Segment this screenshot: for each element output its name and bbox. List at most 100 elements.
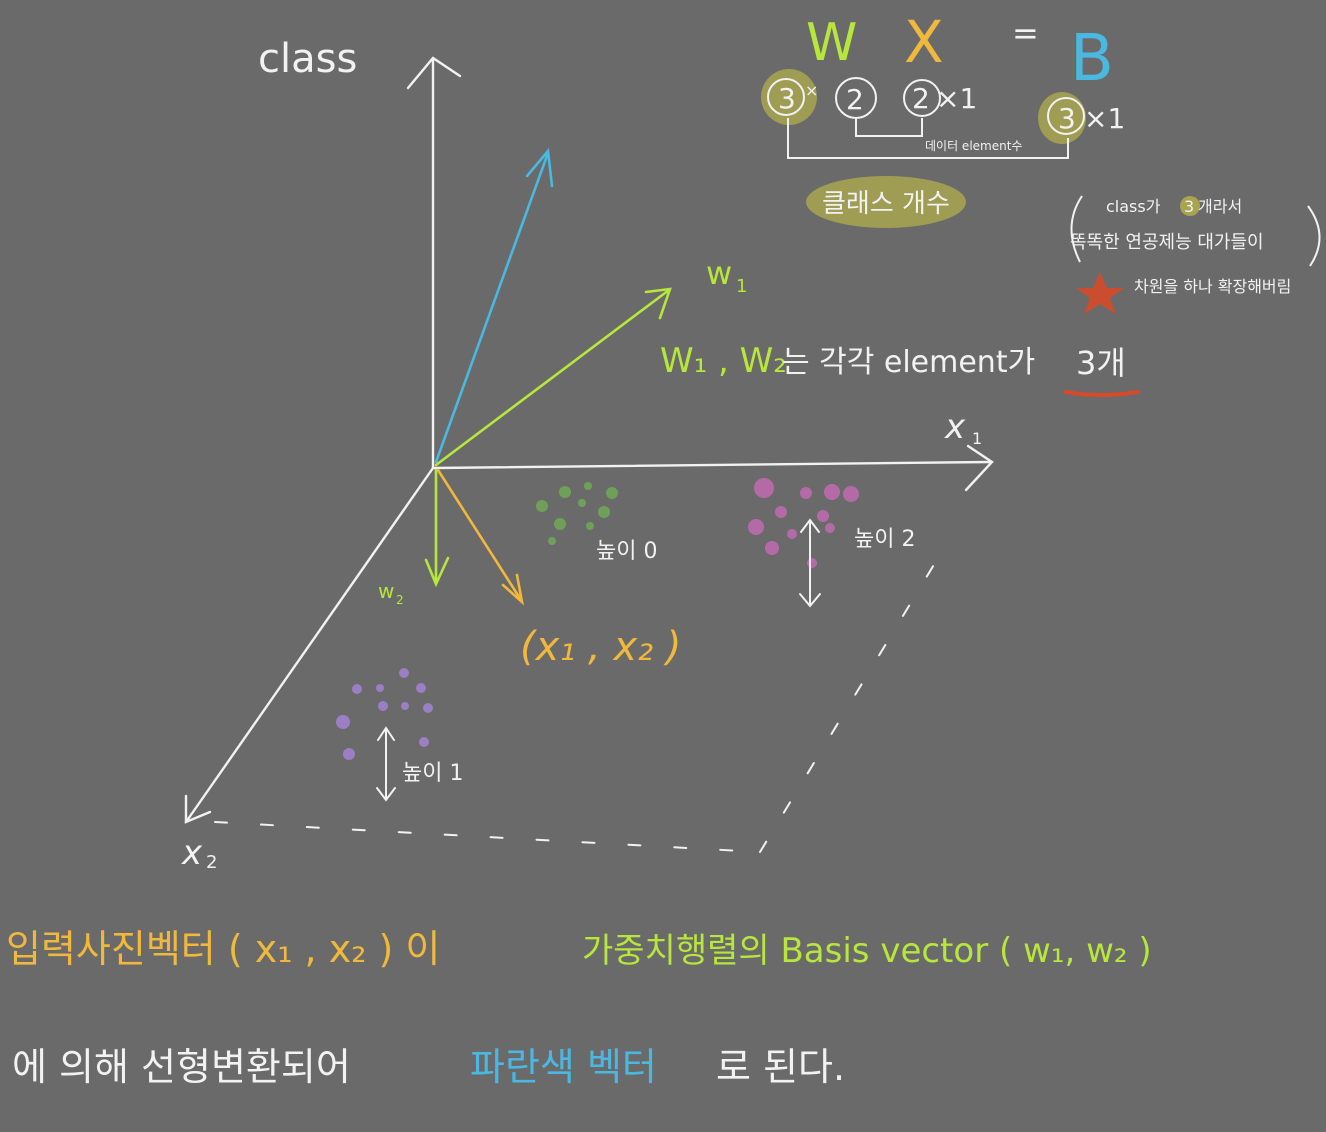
inner-dimension-bracket: [855, 118, 923, 137]
magenta-dot: [817, 510, 829, 522]
x2-axis: [184, 466, 435, 824]
magenta-dot: [787, 529, 797, 539]
green-dot: [536, 500, 548, 512]
input-vector-arrowhead: [501, 573, 524, 606]
caption-line2-blue-vector: 파란색 벡터: [470, 1045, 657, 1089]
caption-line1-basis-vector: 가중치행렬의 Basis vector ( w₁, w₂ ): [582, 931, 1152, 971]
side-note-left-paren: [1070, 195, 1083, 263]
w1-vector-arrowhead: [644, 287, 672, 320]
magenta-height-arrow: [799, 518, 821, 608]
element-count-suffix: 는 각각 element가: [782, 345, 1035, 380]
w2-label: w: [378, 579, 394, 603]
w-times: ×: [805, 81, 818, 100]
magenta-arrow-top-head: [800, 518, 820, 533]
magenta-dot: [775, 506, 787, 518]
w-cols: 2: [846, 83, 864, 116]
side-note-right-paren: [1307, 205, 1321, 267]
vectors: [424, 147, 672, 606]
purple-dot: [416, 683, 426, 693]
dashed-plane: [214, 557, 939, 853]
side-note-line1-suffix: 개라서: [1198, 197, 1242, 216]
x1-axis: [431, 460, 992, 470]
x-rows: 2: [912, 82, 930, 115]
green-dot: [578, 499, 586, 507]
input-vector-label: (x₁ , x₂ ): [520, 624, 681, 670]
outer-dimension-bracket: [787, 118, 1069, 159]
class-axis-label: class: [258, 36, 357, 82]
green-dot: [598, 506, 610, 518]
magenta-dot: [800, 487, 812, 499]
plane-front-edge: [214, 821, 761, 853]
blue-vector-arrowhead: [525, 147, 554, 188]
green-cluster-label: 높이 0: [596, 539, 657, 564]
purple-cluster: [336, 668, 433, 760]
axes: [184, 56, 994, 824]
green-dot: [548, 537, 556, 545]
side-note-line1-number: 3: [1184, 197, 1194, 216]
equation-equals: =: [1012, 14, 1039, 52]
equation-brackets: [787, 118, 1069, 159]
purple-arrow-bottom-head: [376, 787, 396, 802]
purple-dot: [378, 701, 388, 711]
w1-subscript: 1: [736, 276, 747, 297]
side-note-three-highlight: [1180, 196, 1200, 216]
element-count-note: W₁ , W₂ 는 각각 element가 3개: [660, 341, 1140, 397]
red-star-icon: [1076, 272, 1124, 314]
x-rows-circle: [903, 79, 941, 117]
count-red-underline: [1064, 390, 1140, 397]
x1-axis-arrowhead: [964, 444, 994, 492]
purple-cluster-label: 높이 1: [402, 761, 463, 786]
b-rows-circle: [1047, 97, 1085, 135]
b-rows: 3: [1058, 102, 1076, 135]
w-rows: 3: [778, 82, 796, 115]
w1-label: w: [706, 254, 732, 292]
green-cluster: [536, 482, 618, 545]
side-note-line2: 똑똑한 연공제능 대가들이: [1070, 232, 1264, 253]
magenta-dot: [748, 519, 764, 535]
side-note-line1-prefix: class가: [1106, 197, 1161, 216]
w2-subscript: 2: [396, 593, 404, 607]
magenta-cluster-label: 높이 2: [854, 527, 915, 552]
magenta-arrow-bottom-head: [799, 593, 821, 608]
green-dot: [586, 522, 594, 530]
purple-dot: [399, 668, 409, 678]
magenta-dot: [843, 486, 859, 502]
purple-dot: [336, 715, 350, 729]
purple-dot: [423, 703, 433, 713]
class-axis-arrowhead: [406, 56, 462, 90]
magenta-dot: [807, 558, 817, 568]
side-note-line3: 차원을 하나 확장해버림: [1134, 277, 1291, 296]
w2-vector-arrowhead: [424, 556, 450, 588]
magenta-dot: [825, 523, 835, 533]
purple-dot: [401, 702, 409, 710]
element-count-number: 3개: [1076, 344, 1126, 382]
equation-x: X: [904, 8, 944, 76]
green-dot: [606, 487, 618, 499]
purple-dot: [376, 684, 384, 692]
plane-right-edge: [759, 557, 939, 853]
purple-dot: [343, 748, 355, 760]
purple-dot: [419, 737, 429, 747]
magenta-dot: [754, 478, 774, 498]
magenta-cluster: [748, 478, 859, 568]
w1-vector: [434, 288, 671, 467]
w1-w2-label: W₁ , W₂: [660, 341, 787, 381]
magenta-dot: [765, 541, 779, 555]
equation-w: W: [806, 13, 857, 73]
green-dot: [584, 482, 592, 490]
caption-line1-input-vector: 입력사진벡터 ( x₁ , x₂ ) 이: [6, 927, 440, 971]
x2-axis-subscript: 2: [206, 852, 217, 873]
green-dot: [559, 486, 571, 498]
purple-dot: [352, 684, 362, 694]
b-rows-highlight: [1038, 92, 1086, 144]
x2-axis-label: x: [181, 833, 203, 873]
input-vector: [436, 468, 523, 602]
purple-height-arrow: [376, 726, 396, 802]
side-note: class가 3 개라서 똑똑한 연공제능 대가들이 차원을 하나 확장해버림: [1070, 195, 1321, 314]
x2-axis-arrowhead: [184, 794, 212, 824]
b-cols: ×1: [1084, 102, 1125, 135]
purple-arrow-top-head: [377, 726, 395, 741]
class-count-highlight: [806, 176, 966, 228]
